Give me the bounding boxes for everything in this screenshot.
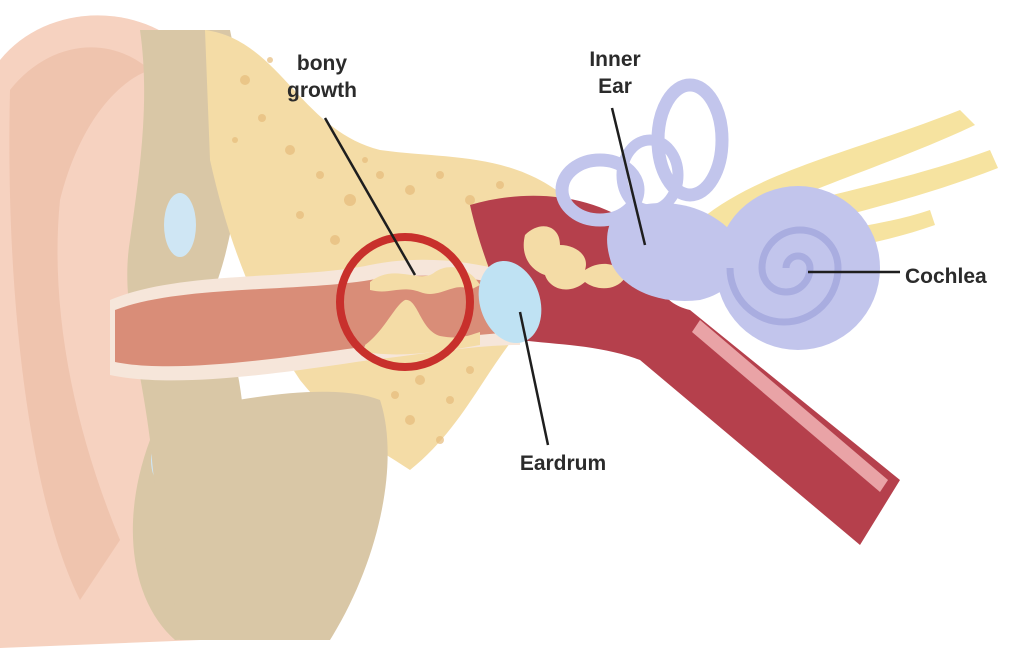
semicircular-canal-1 bbox=[555, 153, 645, 227]
leader-lines bbox=[323, 107, 900, 446]
canal-interior bbox=[115, 275, 515, 367]
auricle-rim bbox=[9, 47, 151, 601]
ear-canal bbox=[110, 259, 520, 381]
ossicles bbox=[523, 226, 625, 290]
inner-ear-label-line1: Inner bbox=[589, 48, 641, 71]
eustachian-tube-highlight bbox=[692, 320, 888, 492]
bony-growth-label-line1: bony bbox=[296, 52, 348, 75]
cochlea-label: Cochlea bbox=[905, 265, 987, 288]
leader-bony-growth bbox=[323, 117, 417, 276]
bony-growth-highlight-circle bbox=[336, 233, 474, 371]
lower-cartilage bbox=[150, 391, 388, 640]
eardrum-label: Eardrum bbox=[519, 452, 607, 475]
cartilage-highlight-top bbox=[164, 193, 196, 257]
bony-growth-upper bbox=[370, 267, 480, 294]
inner-ear-label: Inner Ear bbox=[560, 46, 670, 100]
leader-inner-ear bbox=[610, 107, 647, 246]
bony-growth-lower bbox=[365, 299, 480, 355]
cochlea-body bbox=[716, 186, 880, 350]
leader-eardrum bbox=[518, 311, 550, 446]
middle-ear bbox=[470, 195, 900, 546]
inner-ear bbox=[555, 78, 880, 350]
cochlea-spiral bbox=[726, 226, 842, 326]
bone-texture bbox=[232, 57, 504, 444]
bony-growth-label-line2: growth bbox=[287, 79, 357, 102]
inner-ear-label-line2: Ear bbox=[598, 75, 632, 98]
eardrum-membrane bbox=[478, 260, 542, 344]
semicircular-canal-2 bbox=[651, 78, 729, 202]
bony-growth-label: bony growth bbox=[262, 50, 382, 104]
